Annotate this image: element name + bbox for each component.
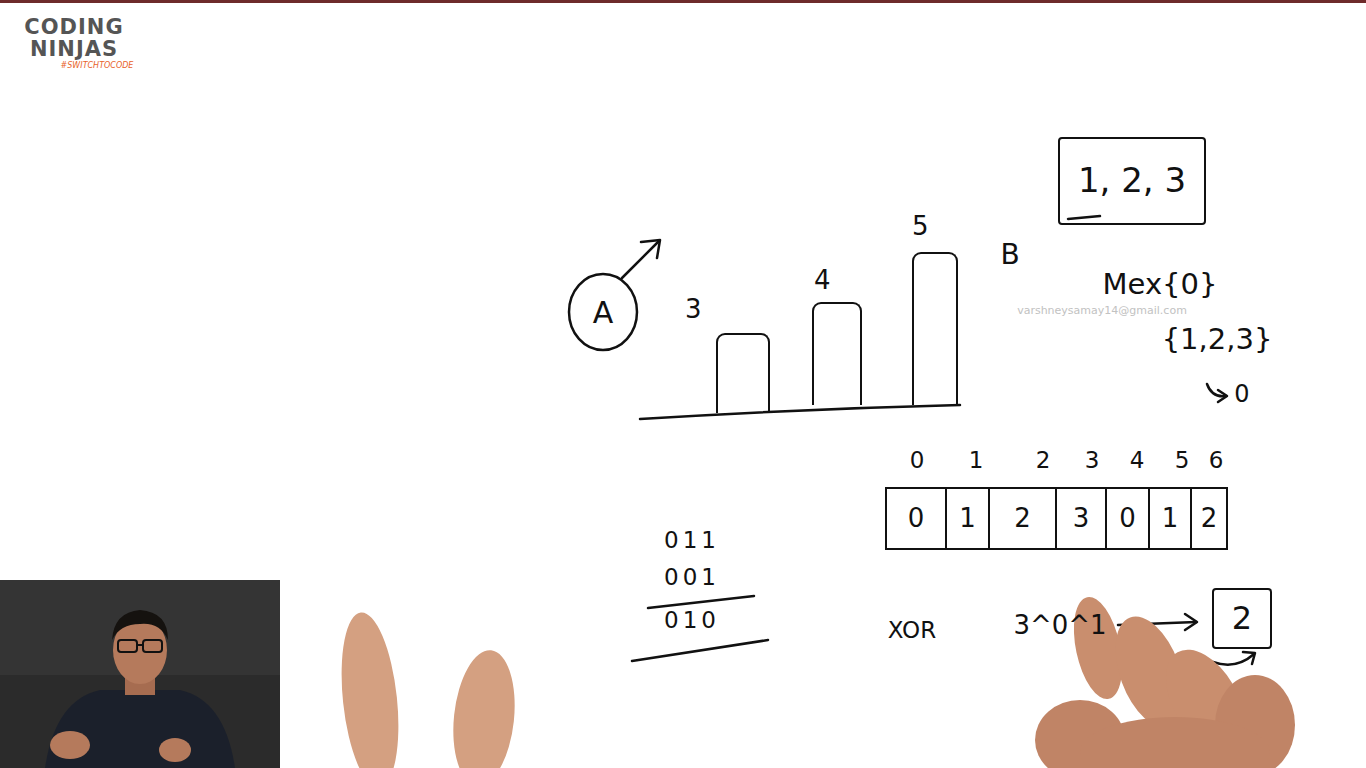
node-text: A xyxy=(593,296,614,329)
node-text: 2 xyxy=(1232,601,1252,636)
webcam-background xyxy=(0,580,280,768)
ground-line xyxy=(640,405,960,419)
mex-result: 0 xyxy=(1234,381,1249,407)
array-cell: 2 xyxy=(988,487,1057,550)
array-cell: 3 xyxy=(1055,487,1107,550)
node-text: 1, 2, 3 xyxy=(1078,162,1186,199)
pointer-arrow xyxy=(622,242,658,278)
presenter-glasses xyxy=(118,640,162,652)
node-text: 2 xyxy=(1014,504,1031,533)
presenter-hand xyxy=(50,731,90,759)
webcam-inset xyxy=(0,580,280,768)
set-box: 1, 2, 3 xyxy=(1058,137,1206,225)
answer-box: 2 xyxy=(1212,588,1272,649)
index-number: 1 xyxy=(969,448,984,473)
arrow-head xyxy=(1185,614,1197,630)
set-note: {1,2,3} xyxy=(1162,324,1273,356)
index-number: 6 xyxy=(1209,448,1224,473)
node-text: 1 xyxy=(1162,504,1179,533)
player-label: B xyxy=(1000,240,1019,271)
mex-note: Mex{0} xyxy=(1103,269,1218,301)
presenter-hair xyxy=(112,610,168,640)
sum-line xyxy=(632,640,768,661)
pile-bar: 4 xyxy=(812,302,862,405)
array-cell: 0 xyxy=(1105,487,1150,550)
curved-arrow xyxy=(1213,654,1254,665)
circle-outline xyxy=(569,274,637,350)
presenter-hand xyxy=(159,738,191,762)
watermark: varshneysamay14@gmail.com xyxy=(1017,305,1187,317)
arrow-head xyxy=(1218,390,1227,402)
sum-line xyxy=(648,596,754,608)
hands xyxy=(334,593,1295,768)
xor-expression: 3^0^1 xyxy=(1013,611,1106,640)
finger xyxy=(447,647,521,768)
node-text: 2 xyxy=(1201,504,1218,533)
logo-text: CODING xyxy=(24,16,123,39)
array-cell: 0 xyxy=(885,487,947,550)
index-number: 3 xyxy=(1085,448,1100,473)
binary-number: 011 xyxy=(664,528,720,553)
pile-size: 4 xyxy=(814,266,831,295)
arrow-head xyxy=(641,240,660,258)
pile-bar: 5 xyxy=(912,252,958,405)
array-cell: 1 xyxy=(945,487,990,550)
pile-bar: 3 xyxy=(716,333,770,413)
binary-number: 001 xyxy=(664,565,720,590)
index-number: 2 xyxy=(1036,448,1051,473)
node-text: 3 xyxy=(1073,504,1090,533)
pile-size: 5 xyxy=(912,212,929,241)
binary-number: 010 xyxy=(664,608,720,633)
logo-tagline: #SWITCHTOCODE xyxy=(61,62,134,71)
pile-size: 3 xyxy=(685,295,702,324)
player-circle: A xyxy=(567,272,639,352)
palm xyxy=(1080,717,1270,768)
operation-label: XOR xyxy=(888,618,936,643)
top-edge-bar xyxy=(0,0,1366,3)
finger xyxy=(334,610,406,768)
index-number: 5 xyxy=(1175,448,1190,473)
pen-stroke xyxy=(1068,216,1100,219)
node-text: 1 xyxy=(959,504,976,533)
presenter-body xyxy=(45,690,235,768)
index-number: 0 xyxy=(910,448,925,473)
arrow-head xyxy=(1243,652,1255,664)
array-cell: 2 xyxy=(1190,487,1228,550)
node-text: 0 xyxy=(908,504,925,533)
array-cell: 1 xyxy=(1148,487,1192,550)
node-text: 0 xyxy=(1119,504,1136,533)
logo-text: NINJAS xyxy=(30,38,118,61)
index-number: 4 xyxy=(1130,448,1145,473)
